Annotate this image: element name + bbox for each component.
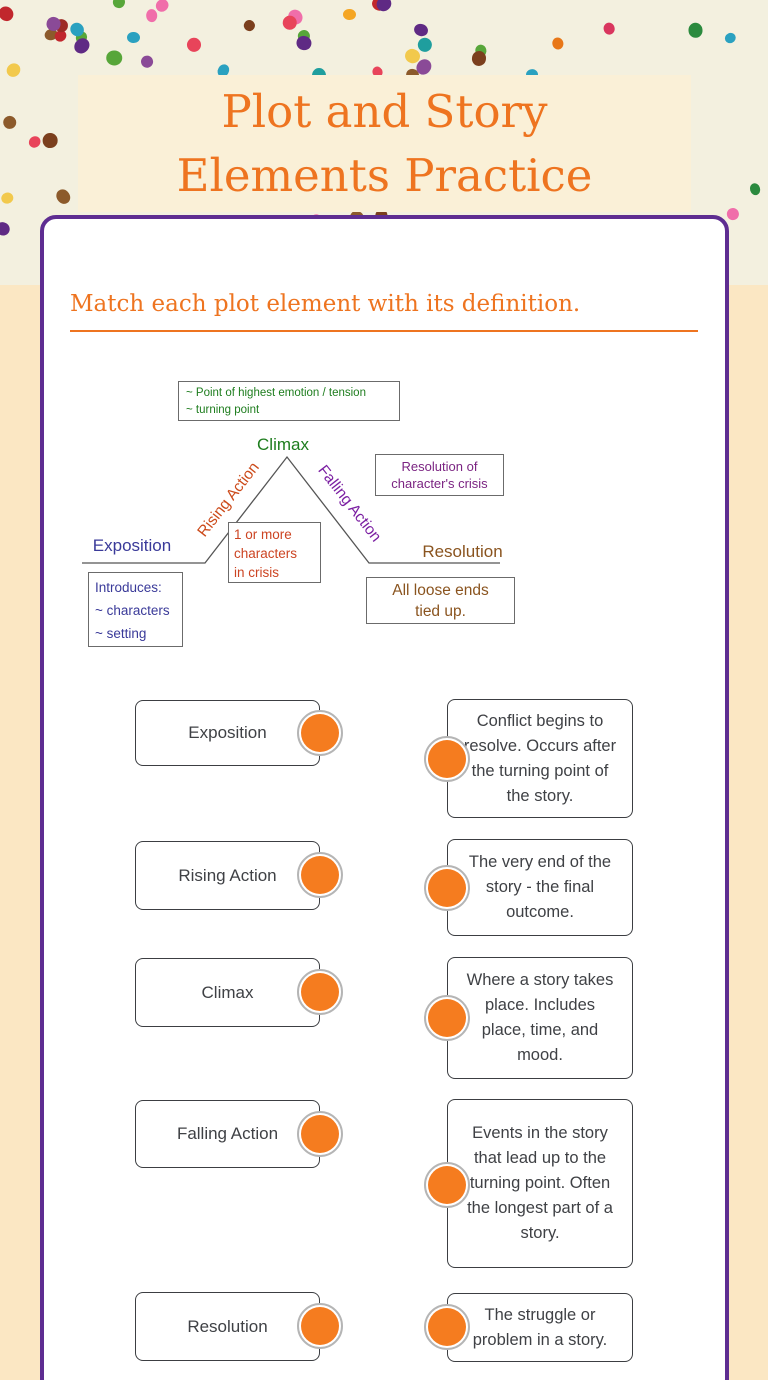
- loose-ends-line2: tied up.: [415, 602, 466, 620]
- resolution-label: Resolution: [422, 542, 503, 561]
- term-box-falling-action[interactable]: Falling Action: [135, 1100, 320, 1168]
- confetti-dot: [106, 50, 123, 66]
- confetti-dot: [342, 8, 356, 21]
- confetti-dot: [184, 35, 204, 55]
- definition-connector-4[interactable]: [424, 1162, 470, 1208]
- term-box-rising-action[interactable]: Rising Action: [135, 841, 320, 910]
- connector-dot: [428, 740, 466, 778]
- term-connector-resolution[interactable]: [297, 1303, 343, 1349]
- confetti-dot: [411, 22, 429, 39]
- confetti-dot: [723, 30, 738, 45]
- page-title-line2: Elements Practice: [176, 148, 593, 202]
- climax-note-line1: ~ Point of highest emotion / tension: [186, 387, 366, 399]
- plot-diagram: ~ Point of highest emotion / tension ~ t…: [80, 375, 520, 660]
- confetti-dot: [145, 9, 158, 23]
- confetti-dot: [0, 3, 17, 24]
- connector-dot: [428, 1166, 466, 1204]
- resolution-note-box: Resolution of character's crisis: [375, 454, 504, 496]
- title-plate: Plot and Story Elements Practice: [78, 75, 691, 212]
- definition-box-3[interactable]: Where a story takes place. Includes plac…: [447, 957, 633, 1079]
- connector-dot: [428, 1308, 466, 1346]
- crisis-note-line1: 1 or more: [234, 527, 292, 542]
- definition-box-5[interactable]: The struggle or problem in a story.: [447, 1293, 633, 1362]
- exposition-note-line3: ~ setting: [95, 626, 147, 641]
- exposition-note-box: Introduces: ~ characters ~ setting: [88, 572, 183, 647]
- connector-dot: [301, 1307, 339, 1345]
- term-box-exposition[interactable]: Exposition: [135, 700, 320, 766]
- definition-connector-5[interactable]: [424, 1304, 470, 1350]
- definition-box-4[interactable]: Events in the story that lead up to the …: [447, 1099, 633, 1268]
- confetti-dot: [42, 132, 58, 148]
- term-connector-falling-action[interactable]: [297, 1111, 343, 1157]
- connector-dot: [428, 999, 466, 1037]
- crisis-note-box: 1 or more characters in crisis: [228, 522, 321, 583]
- loose-ends-note-box: All loose ends tied up.: [366, 577, 515, 624]
- confetti-dot: [139, 54, 155, 70]
- connector-dot: [301, 1115, 339, 1153]
- plot-mountain-lines: [82, 455, 500, 564]
- confetti-dot: [0, 191, 15, 206]
- confetti-dot: [725, 206, 741, 222]
- confetti-dot: [53, 186, 73, 206]
- confetti-dot: [26, 134, 44, 151]
- confetti-dot: [747, 181, 762, 196]
- confetti-dot: [0, 219, 13, 238]
- definition-connector-1[interactable]: [424, 736, 470, 782]
- connector-dot: [301, 973, 339, 1011]
- resolution-note-line1: Resolution of: [401, 459, 478, 474]
- connector-dot: [301, 714, 339, 752]
- exposition-note-line2: ~ characters: [95, 603, 170, 618]
- definition-box-2[interactable]: The very end of the story - the final ou…: [447, 839, 633, 936]
- confetti-dot: [0, 113, 20, 133]
- climax-note-box: ~ Point of highest emotion / tension ~ t…: [178, 381, 400, 421]
- heading-divider: [70, 330, 698, 332]
- definition-connector-3[interactable]: [424, 995, 470, 1041]
- confetti-dot: [374, 0, 395, 15]
- connector-dot: [301, 856, 339, 894]
- term-connector-exposition[interactable]: [297, 710, 343, 756]
- definition-connector-2[interactable]: [424, 865, 470, 911]
- confetti-dot: [687, 22, 704, 38]
- page-title-line1: Plot and Story: [221, 84, 548, 138]
- crisis-note-line3: in crisis: [234, 565, 280, 580]
- crisis-note-line2: characters: [234, 546, 298, 561]
- confetti-dot: [3, 60, 23, 80]
- exposition-label: Exposition: [92, 536, 172, 555]
- climax-label: Climax: [257, 435, 309, 454]
- term-box-resolution[interactable]: Resolution: [135, 1292, 320, 1361]
- section-heading: Match each plot element with its definit…: [70, 291, 581, 317]
- term-connector-rising-action[interactable]: [297, 852, 343, 898]
- climax-note-line2: ~ turning point: [186, 404, 260, 416]
- confetti-dot: [602, 21, 617, 36]
- confetti-dot: [111, 0, 126, 10]
- definition-box-1[interactable]: Conflict begins to resolve. Occurs after…: [447, 699, 633, 818]
- loose-ends-line1: All loose ends: [392, 581, 489, 599]
- term-connector-climax[interactable]: [297, 969, 343, 1015]
- confetti-dot: [282, 14, 298, 31]
- connector-dot: [428, 869, 466, 907]
- exposition-note-line1: Introduces:: [95, 580, 162, 595]
- confetti-dot: [416, 35, 434, 54]
- resolution-note-line2: character's crisis: [391, 476, 488, 491]
- term-box-climax[interactable]: Climax: [135, 958, 320, 1027]
- confetti-dot: [242, 18, 258, 33]
- confetti-dot: [127, 31, 140, 44]
- confetti-dot: [551, 36, 565, 51]
